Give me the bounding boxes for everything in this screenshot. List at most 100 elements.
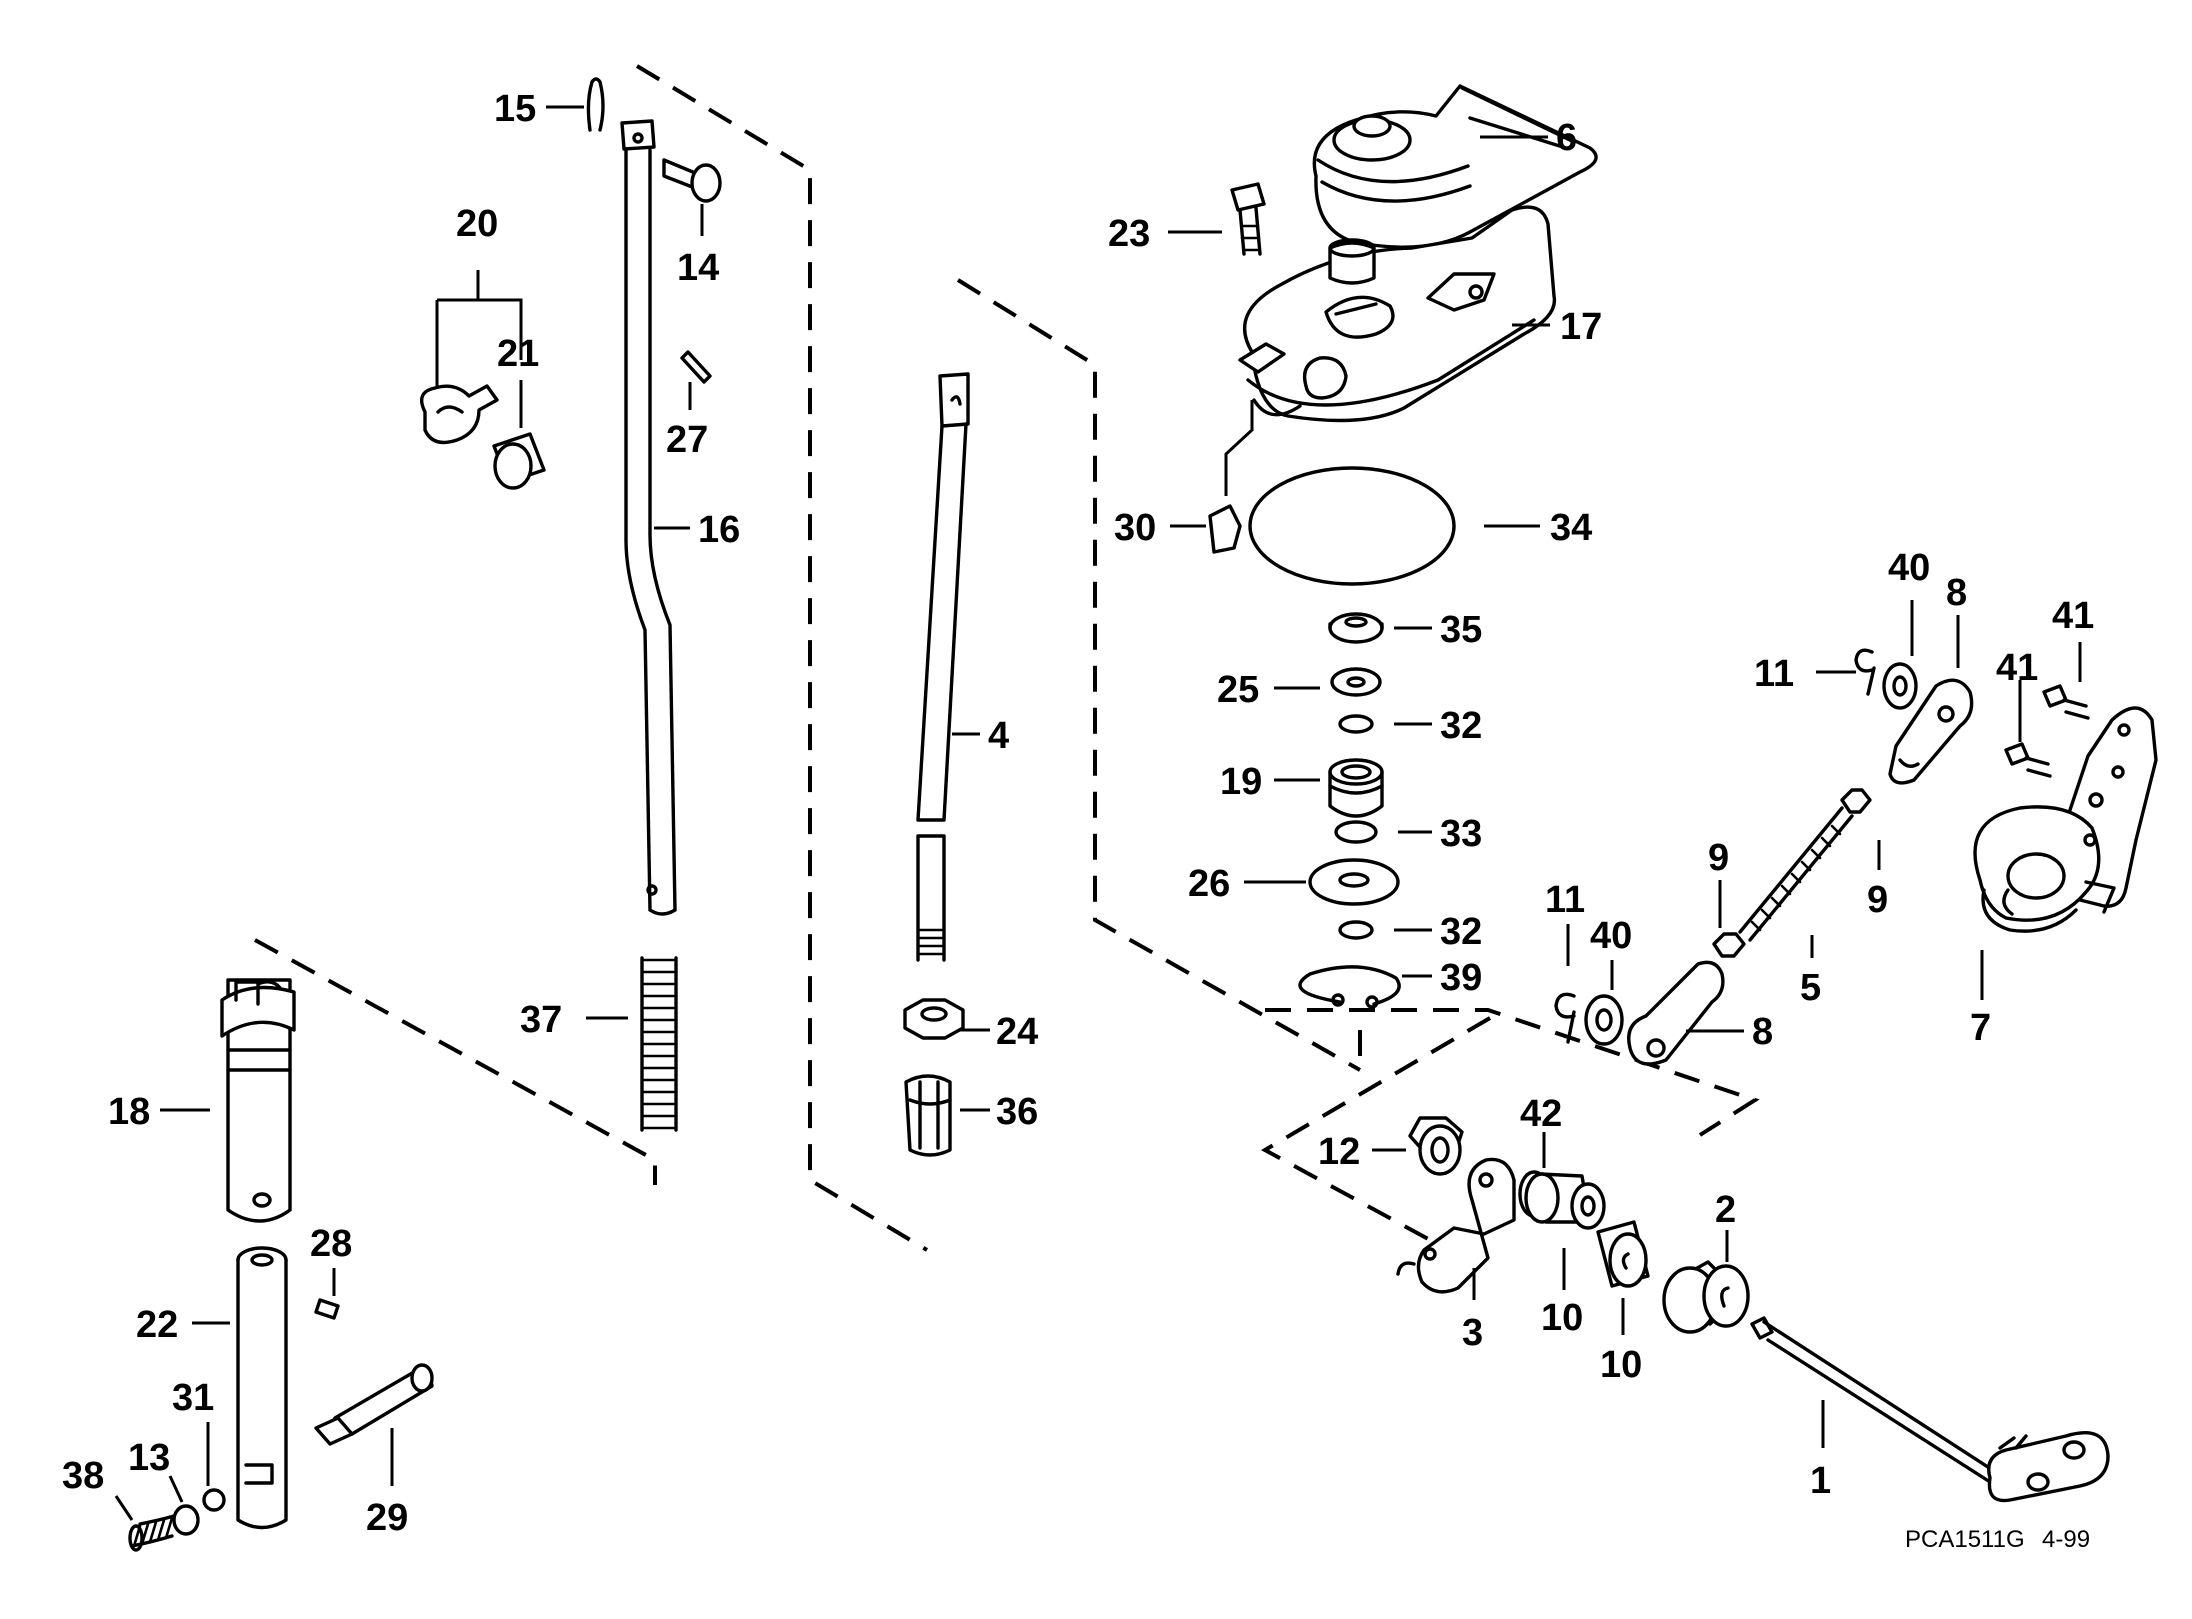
assembly-outline-rod-connector bbox=[956, 278, 1361, 1072]
leader-lines bbox=[114, 105, 2082, 1521]
part-40-washer-lower bbox=[1584, 994, 1624, 1046]
callout-42: 42 bbox=[1520, 1093, 1562, 1135]
part-11-cotter-pin-upper bbox=[1854, 648, 1876, 696]
part-5-link-rod bbox=[1738, 806, 1854, 942]
part-9-ball-joint-lower bbox=[1712, 932, 1746, 958]
part-20-clamp-assembly bbox=[420, 270, 523, 445]
figure-code-date: 4-99 bbox=[2042, 1526, 2090, 1553]
callout-11a: 11 bbox=[1754, 653, 1794, 695]
callout-34: 34 bbox=[1550, 507, 1592, 549]
part-18-shift-shaft-sleeve bbox=[220, 978, 296, 1223]
callout-2: 2 bbox=[1715, 1189, 1736, 1231]
part-32-o-ring-upper bbox=[1338, 714, 1374, 734]
callout-8b: 8 bbox=[1752, 1011, 1773, 1053]
callout-22: 22 bbox=[136, 1304, 178, 1346]
callout-25: 25 bbox=[1217, 669, 1259, 711]
part-37-spring bbox=[640, 956, 678, 1132]
part-21-bushing bbox=[492, 432, 546, 490]
callout-40a: 40 bbox=[1888, 547, 1930, 589]
part-17-cover-housing bbox=[1238, 205, 1557, 423]
part-23-bolt bbox=[1230, 182, 1266, 256]
callout-15: 15 bbox=[494, 88, 536, 130]
callout-40b: 40 bbox=[1590, 915, 1632, 957]
assembly-outline-bracket bbox=[1260, 1016, 1492, 1242]
callout-21: 21 bbox=[497, 333, 539, 375]
leader-13 bbox=[168, 1475, 184, 1503]
leader-38 bbox=[114, 1495, 134, 1521]
part-38-detent-spring bbox=[128, 1514, 176, 1552]
callout-29: 29 bbox=[366, 1497, 408, 1539]
part-29-shift-pin bbox=[314, 1363, 434, 1446]
part-39-retaining-ring bbox=[1298, 965, 1401, 1009]
callout-39: 39 bbox=[1440, 957, 1482, 999]
callout-26: 26 bbox=[1188, 863, 1230, 905]
part-32-o-ring-lower bbox=[1338, 920, 1374, 940]
callout-10a: 10 bbox=[1541, 1297, 1583, 1339]
callout-3: 3 bbox=[1462, 1312, 1483, 1354]
part-41-screw-upper bbox=[2042, 684, 2090, 720]
callout-36: 36 bbox=[996, 1091, 1038, 1133]
callout-23: 23 bbox=[1108, 213, 1150, 255]
assembly-outline-shift-rod bbox=[635, 64, 929, 1252]
assembly-outlines bbox=[254, 64, 1760, 1252]
callout-41a: 41 bbox=[2052, 595, 2094, 637]
callout-7: 7 bbox=[1970, 1007, 1991, 1049]
callout-1: 1 bbox=[1810, 1460, 1831, 1502]
part-10-bushing-lower bbox=[1596, 1220, 1650, 1288]
part-1-throttle-shaft bbox=[1750, 1316, 2110, 1503]
part-40-washer-upper bbox=[1882, 662, 1918, 710]
part-25-washer bbox=[1330, 667, 1382, 697]
part-8-link-lower bbox=[1627, 960, 1725, 1066]
part-30-plug bbox=[1208, 400, 1254, 554]
callout-16: 16 bbox=[698, 509, 740, 551]
part-8-link-upper bbox=[1888, 678, 1974, 785]
part-27-pin bbox=[680, 350, 712, 384]
part-4-shift-rod bbox=[916, 372, 970, 962]
callout-4: 4 bbox=[988, 715, 1009, 757]
part-11-cotter-pin-lower bbox=[1554, 992, 1576, 1044]
part-41-screw-lower bbox=[2004, 742, 2052, 778]
part-35-washer bbox=[1328, 612, 1384, 644]
part-12-nut bbox=[1408, 1116, 1464, 1176]
callout-13: 13 bbox=[128, 1437, 170, 1479]
callout-31: 31 bbox=[172, 1377, 214, 1419]
figure-code: PCA1511G 4-99 bbox=[1905, 1526, 2090, 1553]
callout-6: 6 bbox=[1556, 117, 1577, 159]
part-22-shift-shaft bbox=[236, 1246, 288, 1530]
callout-32b: 32 bbox=[1440, 911, 1482, 953]
part-34-o-ring bbox=[1248, 466, 1456, 586]
callout-labels: 1 2 3 4 5 6 7 8 8 9 9 10 10 11 11 12 13 … bbox=[62, 88, 2094, 1539]
callout-12: 12 bbox=[1318, 1131, 1360, 1173]
part-2-sleeve bbox=[1662, 1260, 1750, 1334]
part-33-o-ring bbox=[1334, 820, 1378, 844]
part-3-bracket bbox=[1396, 1157, 1516, 1294]
callout-35: 35 bbox=[1440, 609, 1482, 651]
figure-code-id: PCA1511G bbox=[1905, 1526, 2025, 1553]
callout-30: 30 bbox=[1114, 507, 1156, 549]
callout-14: 14 bbox=[677, 247, 719, 289]
callout-27: 27 bbox=[666, 419, 708, 461]
callout-17: 17 bbox=[1560, 306, 1602, 348]
callout-32a: 32 bbox=[1440, 705, 1482, 747]
part-28-pin bbox=[314, 1298, 340, 1320]
callout-9b: 9 bbox=[1867, 879, 1888, 921]
callout-24: 24 bbox=[996, 1011, 1038, 1053]
callout-19: 19 bbox=[1220, 761, 1262, 803]
part-15-cotter-pin bbox=[586, 77, 605, 132]
part-10-bushing-upper bbox=[1524, 1172, 1606, 1230]
part-13-ball bbox=[172, 1504, 200, 1536]
callout-5: 5 bbox=[1800, 967, 1821, 1009]
part-26-washer bbox=[1308, 858, 1400, 906]
callout-8a: 8 bbox=[1946, 572, 1967, 614]
callout-33: 33 bbox=[1440, 813, 1482, 855]
callout-41b: 41 bbox=[1996, 647, 2038, 689]
callout-10b: 10 bbox=[1600, 1344, 1642, 1386]
assembly-outline-shift-shaft bbox=[254, 938, 657, 1185]
part-16-shift-rod bbox=[620, 119, 677, 916]
callout-38: 38 bbox=[62, 1455, 104, 1497]
callout-11b: 11 bbox=[1545, 879, 1585, 921]
callout-18: 18 bbox=[108, 1091, 150, 1133]
part-14-clevis-pin bbox=[662, 158, 722, 203]
callout-37: 37 bbox=[520, 999, 562, 1041]
